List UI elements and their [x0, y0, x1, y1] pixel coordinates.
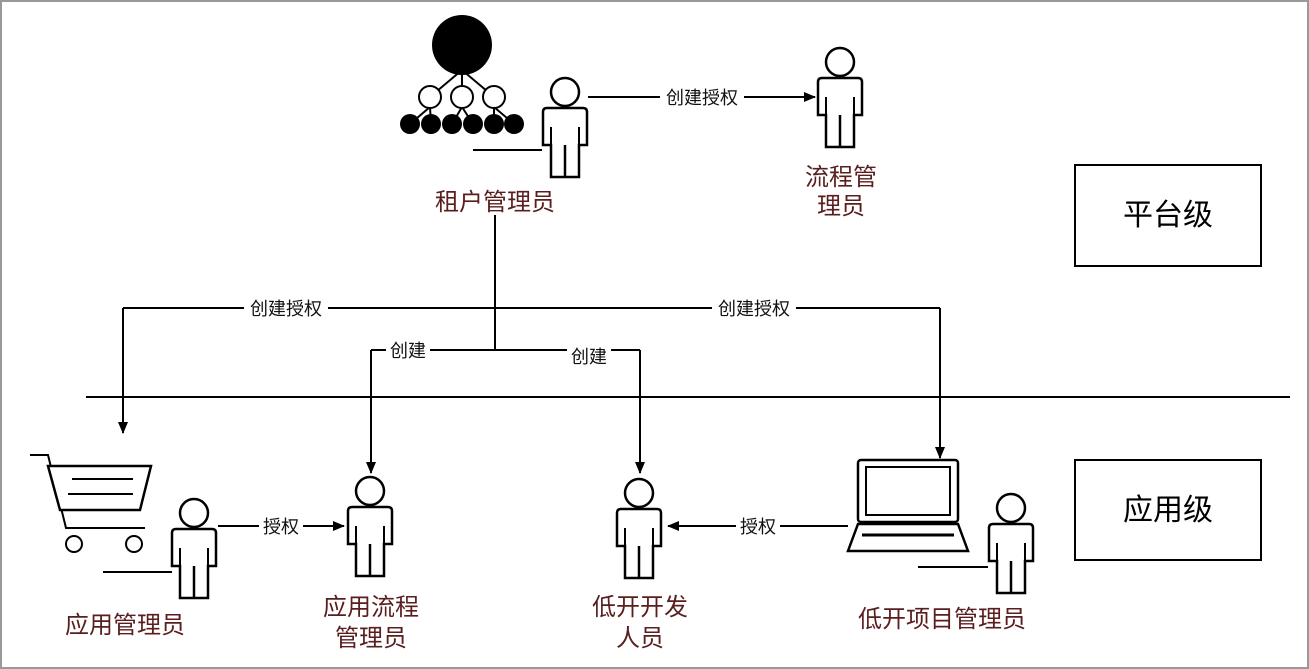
app-process-admin-label-line1: 应用流程 [323, 593, 419, 621]
org-chart-icon [400, 15, 524, 134]
tenant-admin-person-icon [541, 76, 589, 179]
tenant-admin-label: 租户管理员 [435, 188, 555, 216]
application-level-box: 应用级 [1074, 459, 1262, 561]
app-admin-label: 应用管理员 [65, 611, 185, 639]
edge-label-tenant-to-app-process: 创建 [390, 341, 426, 362]
process-admin-label-line1: 流程管 [805, 163, 877, 191]
app-admin-person-icon [170, 497, 218, 600]
shopping-cart-icon [30, 454, 153, 553]
edge-label-tenant-to-app-admin: 创建授权 [250, 299, 322, 320]
lowcode-dev-person-icon [615, 477, 663, 580]
process-admin-label-line2: 理员 [817, 192, 865, 220]
application-level-label: 应用级 [1123, 493, 1213, 528]
app-process-admin-person-icon [346, 475, 394, 578]
edge-label-tenant-to-process: 创建授权 [666, 88, 738, 109]
lowcode-dev-label-line2: 人员 [616, 624, 664, 652]
laptop-icon [846, 458, 970, 553]
edge-label-tenant-to-dev: 创建 [571, 347, 607, 368]
edge-label-pm-to-dev: 授权 [740, 517, 776, 538]
edge-label-app-admin-to-app-process: 授权 [263, 517, 299, 538]
lowcode-pm-label: 低开项目管理员 [858, 605, 1026, 633]
app-process-admin-label-line2: 管理员 [335, 624, 407, 652]
platform-level-label: 平台级 [1123, 198, 1213, 233]
lowcode-dev-label-line1: 低开开发 [592, 593, 688, 621]
process-admin-person-icon [816, 46, 864, 149]
lowcode-pm-person-icon [987, 492, 1035, 595]
platform-level-box: 平台级 [1074, 164, 1262, 267]
edge-label-tenant-to-pm: 创建授权 [718, 299, 790, 320]
